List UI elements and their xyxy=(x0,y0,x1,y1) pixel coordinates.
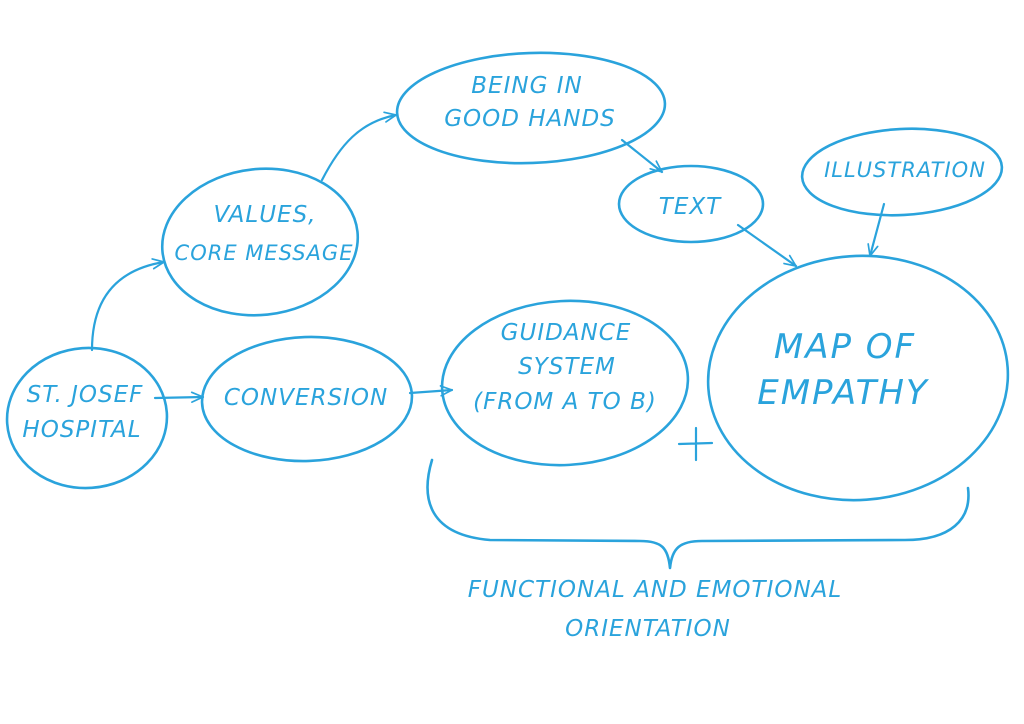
arrow-conversion-to-guidance xyxy=(408,385,454,397)
guidance-label-line1: GUIDANCE xyxy=(501,320,632,346)
node-values-ellipse xyxy=(160,167,360,317)
guidance-label-line3: (FROM A TO B) xyxy=(473,389,657,415)
illustration-label: ILLUSTRATION xyxy=(824,158,986,182)
good-hands-label-line1: BEING IN xyxy=(471,73,582,99)
node-illustration-ellipse xyxy=(800,127,1004,217)
node-hospital-ellipse xyxy=(5,346,169,490)
arrow-text-to-empathy xyxy=(736,223,798,268)
guidance-label-line2: SYSTEM xyxy=(518,354,616,380)
arrow-illustration-to-empathy xyxy=(867,202,886,258)
arrow-hospital-to-values xyxy=(90,258,166,352)
node-good-hands-ellipse xyxy=(395,51,667,165)
bracket-label-line2: ORIENTATION xyxy=(565,616,731,642)
conversion-label: CONVERSION xyxy=(224,385,388,411)
node-empathy-ellipse xyxy=(706,254,1010,502)
values-label-line1: VALUES, xyxy=(214,202,317,228)
empathy-label-line2: EMPATHY xyxy=(757,373,929,413)
orientation-bracket xyxy=(426,458,970,570)
empathy-label-line1: MAP OF xyxy=(774,327,916,367)
text-label: TEXT xyxy=(659,194,722,220)
hospital-label-line2: HOSPITAL xyxy=(22,417,141,443)
bracket-label-line1: FUNCTIONAL AND EMOTIONAL xyxy=(468,577,842,603)
node-text-ellipse xyxy=(617,164,765,244)
arrow-values-to-good-hands xyxy=(320,111,398,182)
values-label-line2: CORE MESSAGE xyxy=(175,241,354,265)
arrow-good-hands-to-text xyxy=(620,138,664,174)
good-hands-label-line2: GOOD HANDS xyxy=(444,106,616,132)
plus-sign-mark xyxy=(677,426,714,462)
hospital-label-line1: ST. JOSEF xyxy=(27,382,144,408)
arrow-hospital-to-conversion xyxy=(153,391,205,403)
